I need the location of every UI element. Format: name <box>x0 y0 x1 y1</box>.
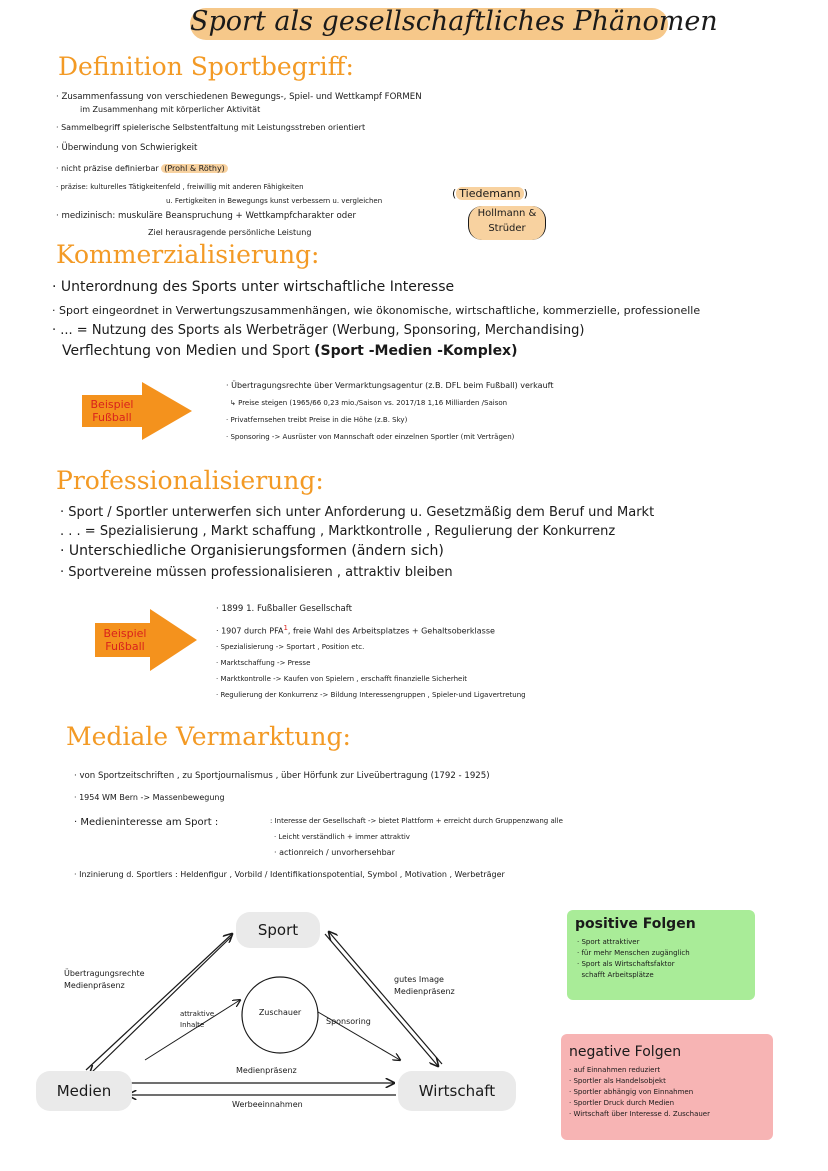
heading-professionalisierung: Professionalisierung: <box>56 466 324 495</box>
positive-item: · Sport als Wirtschaftsfaktor <box>577 960 675 968</box>
negative-item: · Sportler als Handelsobjekt <box>569 1077 666 1085</box>
komm-example-2: ↳ Preise steigen (1965/66 0,23 mio./Sais… <box>230 399 508 407</box>
def-line-5b: u. Fertigkeiten in Bewegungs kunst verbe… <box>166 197 383 205</box>
node-wirtschaft: Wirtschaft <box>398 1071 516 1111</box>
prof-line-4: · Sportvereine müssen professionalisiere… <box>60 565 453 580</box>
med-line-2: · 1954 WM Bern -> Massenbewegung <box>74 793 225 802</box>
def-line-5a: · präzise: kulturelles Tätigkeitenfeld ,… <box>56 183 304 191</box>
prof-example-2: · 1907 durch PFA1, freie Wahl des Arbeit… <box>216 624 495 636</box>
prof-line-2: . . . = Spezialisierung , Markt schaffun… <box>60 524 616 539</box>
positive-list: · Sport attraktiver · für mehr Menschen … <box>577 937 755 981</box>
komm-line-1: · Unterordnung des Sports unter wirtscha… <box>52 279 455 295</box>
label-bottom-top: Medienpräsenz <box>236 1066 297 1075</box>
positive-box: positive Folgen · Sport attraktiver · fü… <box>567 910 755 1000</box>
prof-example-3: · Spezialisierung -> Sportart , Position… <box>216 643 365 651</box>
heading-kommerzialisierung: Kommerzialisierung: <box>56 240 320 269</box>
def-line-1b: im Zusammenhang mit körperlicher Aktivit… <box>80 105 261 114</box>
positive-title: positive Folgen <box>575 916 696 932</box>
def-line-2: · Sammelbegriff spielerische Selbstentfa… <box>56 123 366 132</box>
def-line-1a: · Zusammenfassung von verschiedenen Bewe… <box>56 92 422 102</box>
negative-list: · auf Einnahmen reduziert · Sportler als… <box>569 1065 773 1120</box>
komm-example-1: · Übertragungsrechte über Vermarktungsag… <box>226 381 554 390</box>
komm-line-4: Verflechtung von Medien und Sport (Sport… <box>62 343 518 359</box>
komm-example-arrow <box>82 382 192 440</box>
negative-item: · Sportler abhängig von Einnahmen <box>569 1088 694 1096</box>
komm-example-3: · Privatfernsehen treibt Preise in die H… <box>226 416 408 424</box>
med-line-3c: · actionreich / unvorhersehbar <box>274 848 395 857</box>
prof-example-4: · Marktschaffung -> Presse <box>216 659 311 667</box>
negative-item: · auf Einnahmen reduziert <box>569 1066 661 1074</box>
negative-item: · Sportler Druck durch Medien <box>569 1099 675 1107</box>
heading-definition: Definition Sportbegriff: <box>58 52 354 81</box>
positive-item: · für mehr Menschen zugänglich <box>577 949 690 957</box>
med-line-3: · Medieninteresse am Sport : <box>74 817 219 828</box>
med-line-3b: · Leicht verständlich + immer attraktiv <box>274 833 410 841</box>
komm-line-3: · ... = Nutzung des Sports als Werbeträg… <box>52 323 585 338</box>
komm-line-2: · Sport eingeordnet in Verwertungszusamm… <box>52 304 701 317</box>
negative-item: · Wirtschaft über Interesse d. Zuschauer <box>569 1110 710 1118</box>
sport-media-economy-diagram <box>85 900 443 1171</box>
def-line-6b: Ziel herausragende persönliche Leistung <box>148 228 312 237</box>
med-line-4: · Inzinierung d. Sportlers : Heldenfigur… <box>74 870 505 879</box>
node-sport: Sport <box>236 912 320 948</box>
med-line-1: · von Sportzeitschriften , zu Sportjourn… <box>74 771 490 781</box>
def-line-3: · Überwindung von Schwierigkeit <box>56 143 198 153</box>
def-ref-prohl: (Prohl & Röthy) <box>161 164 228 173</box>
heading-mediale-vermarktung: Mediale Vermarktung: <box>66 722 351 751</box>
prof-line-3: · Unterschiedliche Organisierungsformen … <box>60 543 444 559</box>
prof-example-arrow <box>95 609 197 671</box>
positive-item: schafft Arbeitsplätze <box>581 971 654 979</box>
title-highlight <box>190 8 668 40</box>
positive-item: · Sport attraktiver <box>577 938 640 946</box>
negative-box: negative Folgen · auf Einnahmen reduzier… <box>561 1034 773 1140</box>
prof-line-1: · Sport / Sportler unterwerfen sich unte… <box>60 505 655 520</box>
med-line-3a: : Interesse der Gesellschaft -> bietet P… <box>270 817 563 825</box>
label-inner-right: Sponsoring <box>326 1017 371 1026</box>
label-bottom-bottom: Werbeeinnahmen <box>232 1100 303 1109</box>
def-line-4: · nicht präzise definierbar (Prohl & Röt… <box>56 164 228 173</box>
prof-example-5: · Marktkontrolle -> Kaufen von Spielern … <box>216 675 468 683</box>
def-ref-tiedemann: (Tiedemann) <box>452 187 528 200</box>
prof-example-6: · Regulierung der Konkurrenz -> Bildung … <box>216 691 526 699</box>
def-line-6a: · medizinisch: muskuläre Beanspruchung +… <box>56 211 357 221</box>
negative-title: negative Folgen <box>569 1044 682 1060</box>
page-title: Sport als gesellschaftliches Phänomen <box>190 6 718 37</box>
komm-example-4: · Sponsoring -> Ausrüster von Mannschaft… <box>226 433 515 441</box>
prof-example-1: · 1899 1. Fußballer Gesellschaft <box>216 604 353 614</box>
node-medien: Medien <box>36 1071 132 1111</box>
def-ref-hollmann: Hollmann &Strüder <box>468 206 546 240</box>
node-zuschauer: Zuschauer <box>258 1008 302 1017</box>
